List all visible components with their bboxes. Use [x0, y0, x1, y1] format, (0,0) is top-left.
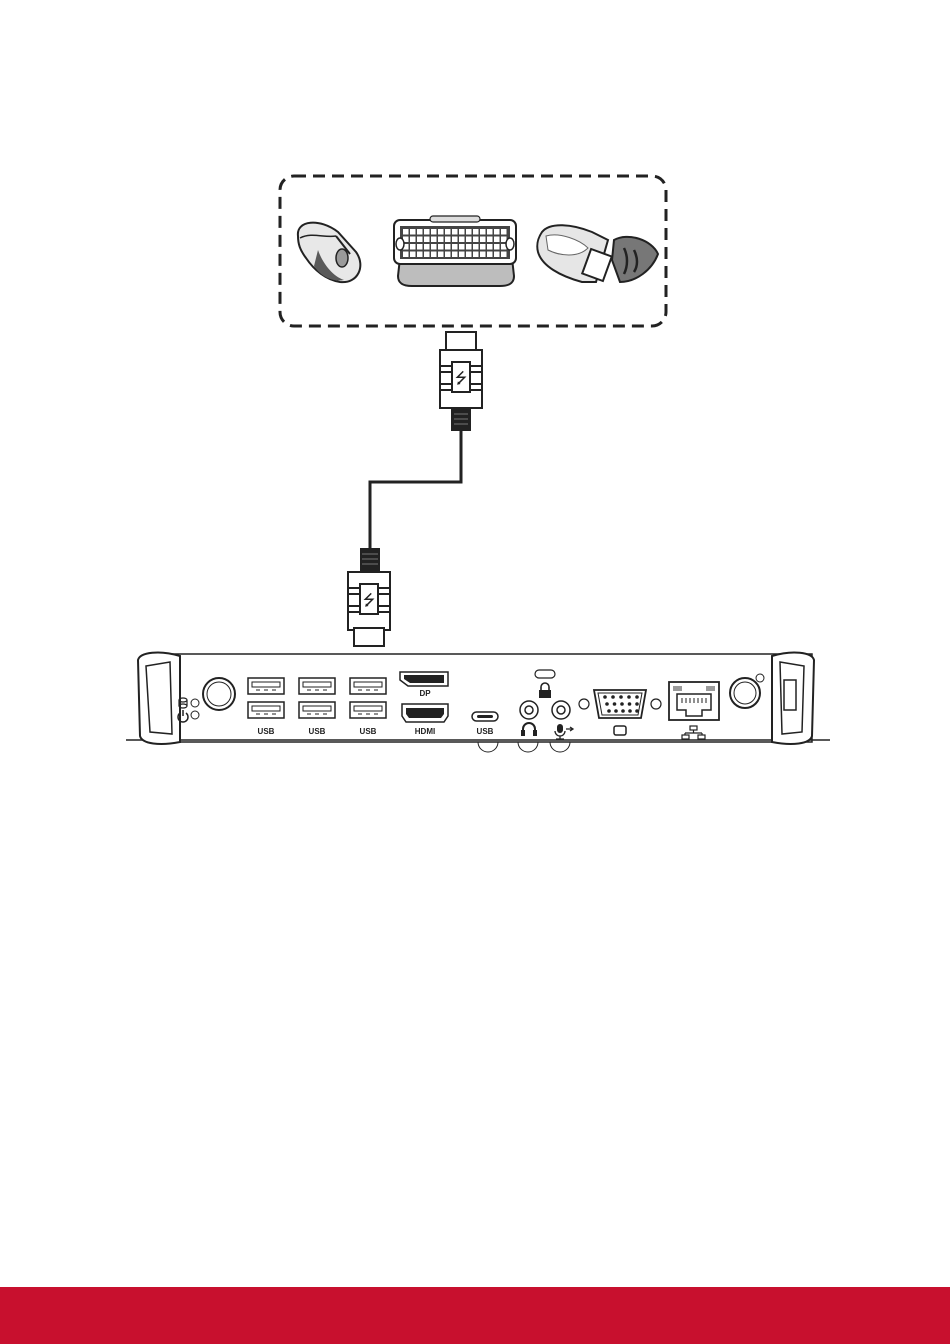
power-icon [178, 710, 199, 722]
ethernet-port [669, 682, 719, 720]
usb-port-label: USB [309, 727, 326, 736]
mic-icon [555, 724, 573, 739]
device-rear-panel: USB USB USB DP HDMI USB [126, 653, 830, 752]
usb-cable [370, 430, 461, 548]
usb-receiver-icon [537, 225, 658, 282]
keyboard-icon [394, 216, 516, 286]
usb-a-port-stack [248, 678, 284, 718]
mic-jack [552, 701, 570, 719]
wifi-antenna-icon [730, 674, 764, 708]
wifi-antenna-icon [203, 678, 235, 710]
usb-a-port-stack [350, 678, 386, 718]
usb-peripheral-connection-diagram: ⭍ ⭍ [0, 0, 950, 1287]
displayport-port [400, 672, 448, 686]
lock-icon [539, 683, 551, 698]
headphone-jack [520, 701, 538, 719]
usb-symbol-icon: ⭍ [455, 369, 468, 387]
usb-c-port [472, 712, 498, 721]
lower-usb-connector: ⭍ [348, 548, 390, 646]
usb-c-port-label: USB [477, 727, 494, 736]
headphone-icon [521, 723, 537, 736]
upper-usb-connector: ⭍ [440, 332, 482, 430]
usb-port-label: USB [258, 727, 275, 736]
usb-symbol-icon: ⭍ [363, 591, 376, 609]
mouse-icon [298, 223, 360, 283]
vga-port [579, 690, 661, 718]
usb-a-port-stack [299, 678, 335, 718]
hdmi-port [402, 704, 448, 722]
usb-port-label: USB [360, 727, 377, 736]
vga-icon [614, 726, 626, 735]
hdmi-port-label: HDMI [415, 727, 435, 736]
hdd-led-icon [179, 698, 199, 708]
network-icon [682, 726, 705, 739]
dp-port-label: DP [419, 689, 431, 698]
footer-bar [0, 1287, 950, 1344]
